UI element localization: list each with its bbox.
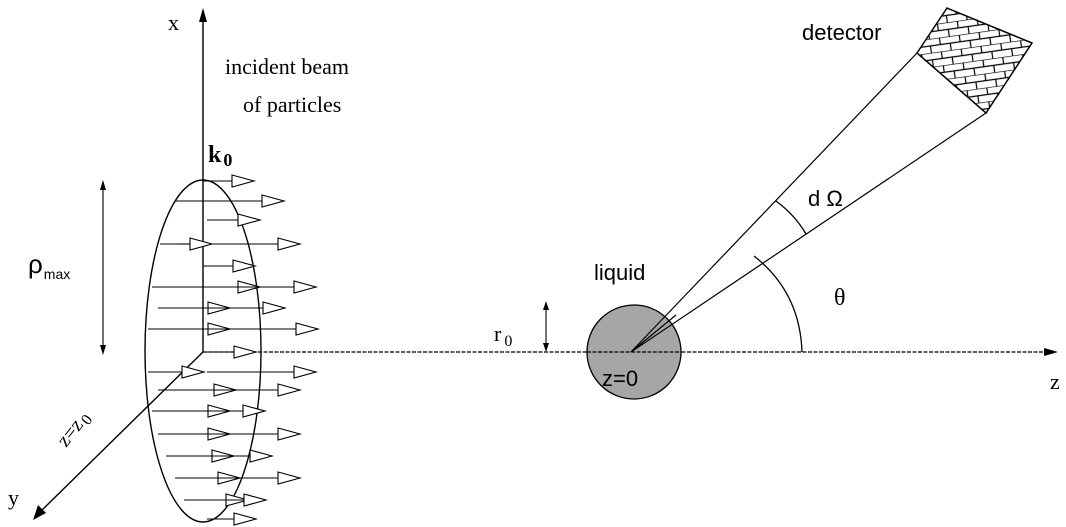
r0-double-arrow	[543, 301, 549, 352]
beam-arrow	[207, 365, 319, 379]
z-axis-label: z	[1050, 369, 1060, 394]
x-axis	[199, 8, 207, 352]
plane-label: z=z0	[53, 407, 97, 453]
sphere-center-to-cone	[630, 314, 677, 353]
beam-arrow	[207, 471, 303, 485]
beam-arrows	[148, 174, 321, 526]
beam-arrow	[207, 322, 321, 336]
y-axis	[33, 351, 204, 520]
beam-arrow	[175, 194, 287, 208]
theta-arc	[753, 255, 803, 353]
beam-arrow	[207, 512, 259, 526]
r0-sub: 0	[504, 333, 512, 350]
x-axis-label: x	[168, 10, 179, 35]
beam-arrow	[207, 427, 303, 441]
beam-arrow	[203, 345, 259, 359]
rho-max-label: ρmax	[28, 249, 70, 282]
beam-label-line1: incident beam	[225, 54, 349, 79]
svg-text:z=z0: z=z0	[53, 407, 97, 453]
detector-block	[916, 7, 1034, 115]
y-axis-label: y	[8, 485, 19, 510]
beam-arrow	[207, 301, 288, 315]
beam-label-line2: of particles	[243, 92, 341, 117]
cone-lower-line	[630, 112, 987, 353]
rho-max-main: ρ	[28, 249, 43, 279]
z-zero-label: z=0	[602, 366, 638, 391]
rho-max-double-arrow	[100, 180, 106, 355]
beam-arrow	[207, 493, 269, 507]
theta-label: θ	[834, 285, 846, 311]
beam-arrow	[207, 404, 268, 418]
beam-arrow	[203, 259, 258, 273]
beam-arrow	[203, 174, 257, 188]
beam-arrow	[207, 383, 303, 397]
wavevector-main: k	[208, 142, 222, 168]
r0-main: r	[494, 321, 502, 346]
wavevector-sub: 0	[223, 150, 232, 170]
beam-cross-section-ellipse	[144, 179, 262, 523]
cone-upper-line	[630, 52, 918, 353]
beam-arrow	[148, 365, 207, 379]
beam-arrow	[207, 449, 275, 463]
rho-max-sub: max	[44, 266, 70, 282]
detector-label: detector	[802, 20, 882, 45]
solid-angle-arc	[775, 200, 807, 235]
liquid-label: liquid	[594, 260, 645, 285]
beam-arrow	[207, 213, 263, 227]
beam-arrow	[208, 280, 319, 294]
solid-angle-label: d Ω	[808, 186, 843, 211]
beam-arrow	[178, 237, 215, 251]
